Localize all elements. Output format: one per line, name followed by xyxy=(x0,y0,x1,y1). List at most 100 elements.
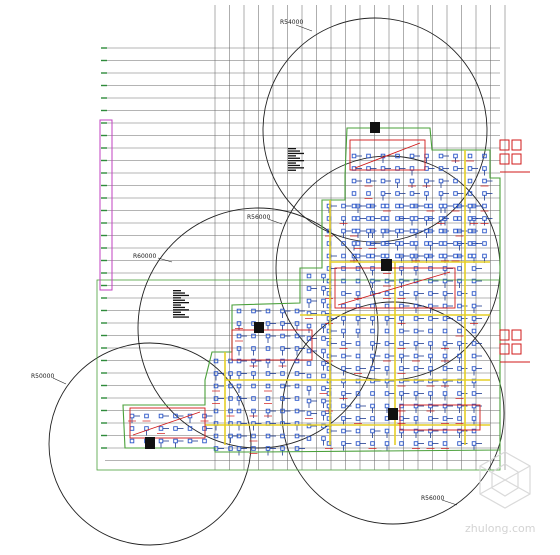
structural-column xyxy=(158,438,164,444)
structural-column xyxy=(213,383,219,389)
structural-column xyxy=(236,308,242,314)
structural-column xyxy=(482,228,487,234)
structural-column xyxy=(399,253,404,259)
structural-column xyxy=(341,428,346,434)
structural-column xyxy=(453,216,458,221)
structural-column xyxy=(471,366,477,371)
structural-column xyxy=(236,358,242,364)
structural-column xyxy=(384,228,390,234)
structural-column xyxy=(306,298,312,304)
structural-column xyxy=(129,426,135,431)
structural-column xyxy=(457,216,462,221)
elevation-mark xyxy=(511,343,522,355)
structural-column xyxy=(467,153,473,159)
structural-column xyxy=(428,291,433,296)
structural-column xyxy=(280,346,285,351)
structural-column xyxy=(236,408,242,414)
note-line xyxy=(173,302,189,304)
elevation-mark xyxy=(511,329,522,341)
structural-column xyxy=(442,353,448,359)
structural-column xyxy=(428,328,433,334)
core-middle xyxy=(334,267,456,309)
structural-column xyxy=(399,216,404,221)
structural-column xyxy=(251,308,256,314)
structural-column xyxy=(144,413,149,419)
structural-column xyxy=(366,253,371,259)
axis-grid xyxy=(101,5,506,470)
structural-column xyxy=(399,366,404,371)
structural-column xyxy=(265,446,271,451)
structural-column xyxy=(413,316,419,321)
structural-column xyxy=(384,278,390,284)
structural-column xyxy=(366,153,371,159)
structural-column xyxy=(467,216,473,221)
structural-column xyxy=(384,353,390,359)
structural-column xyxy=(294,396,300,401)
structural-column xyxy=(413,203,419,209)
structural-column xyxy=(428,253,433,259)
structural-column xyxy=(265,371,271,376)
structural-column xyxy=(384,403,390,409)
structural-column xyxy=(355,416,361,421)
core-bottom-right xyxy=(399,404,481,431)
structural-column xyxy=(395,203,400,209)
structural-column xyxy=(341,203,346,209)
structural-column xyxy=(482,203,487,209)
structural-column xyxy=(384,441,390,446)
structural-column xyxy=(366,228,371,234)
structural-column xyxy=(326,441,332,446)
structural-column xyxy=(395,191,400,196)
structural-column xyxy=(424,253,429,259)
structural-column xyxy=(326,241,332,246)
structural-column xyxy=(428,241,433,246)
structural-column xyxy=(442,241,448,246)
structural-column xyxy=(399,353,404,359)
radius-label-bottom-left: R50000 xyxy=(31,373,54,380)
stair-diag-1 xyxy=(354,142,421,169)
structural-column xyxy=(236,446,242,451)
structural-column xyxy=(228,433,233,439)
structural-column xyxy=(158,413,164,419)
structural-column xyxy=(384,316,390,321)
structural-column xyxy=(251,383,256,389)
structural-column xyxy=(424,191,429,196)
structural-column xyxy=(471,291,477,296)
structural-column xyxy=(326,203,332,209)
structural-column xyxy=(380,153,386,159)
structural-column xyxy=(384,216,390,221)
structural-column xyxy=(228,371,233,376)
structural-column xyxy=(306,373,312,379)
structural-column xyxy=(409,203,415,209)
structural-column xyxy=(280,358,285,364)
structural-column xyxy=(413,253,419,259)
structural-column xyxy=(428,416,433,421)
structural-column xyxy=(370,353,375,359)
note-line xyxy=(288,150,300,152)
structural-column xyxy=(370,278,375,284)
note-line xyxy=(173,316,189,318)
structural-column xyxy=(471,266,477,271)
structural-column xyxy=(384,428,390,434)
structural-column xyxy=(326,266,332,271)
structural-column xyxy=(442,203,448,209)
structural-column xyxy=(384,303,390,309)
structural-column xyxy=(294,433,300,439)
structural-column xyxy=(442,278,448,284)
structural-column xyxy=(265,321,271,326)
structural-column xyxy=(384,328,390,334)
structural-column xyxy=(321,373,326,379)
elevation-mark xyxy=(499,343,510,355)
structural-column xyxy=(326,403,332,409)
structural-column xyxy=(280,371,285,376)
structural-column xyxy=(294,408,300,414)
structural-column xyxy=(384,391,390,396)
structural-column xyxy=(294,446,300,451)
outline-main xyxy=(122,127,501,453)
structural-column xyxy=(370,228,375,234)
structural-column xyxy=(326,316,332,321)
structural-column xyxy=(399,241,404,246)
structural-column xyxy=(409,228,415,234)
structural-column xyxy=(213,371,219,376)
structural-column xyxy=(471,428,477,434)
structural-column xyxy=(428,341,433,346)
